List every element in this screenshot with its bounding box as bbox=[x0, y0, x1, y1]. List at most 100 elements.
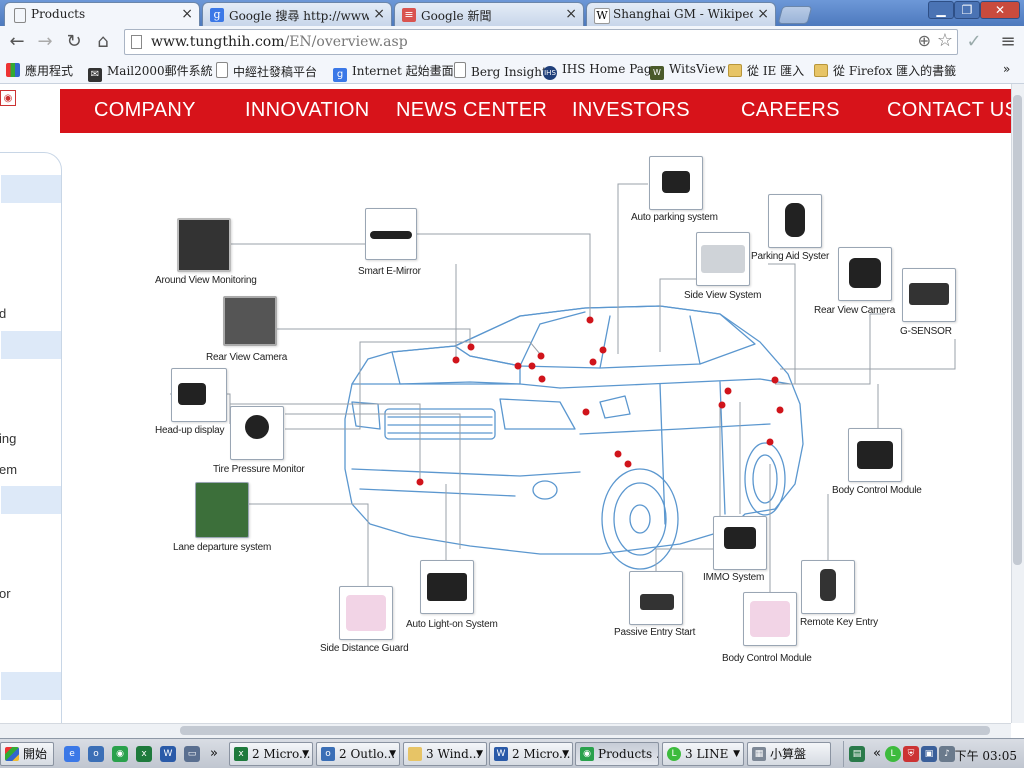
sidebar-item-label[interactable]: or bbox=[0, 586, 11, 601]
close-window-button[interactable]: ✕ bbox=[980, 1, 1020, 19]
body-control-module-image[interactable] bbox=[743, 592, 797, 646]
passive-entry-start-image[interactable] bbox=[629, 571, 683, 625]
remote-key-entry-image[interactable] bbox=[801, 560, 855, 614]
nav-careers[interactable]: CAREERS bbox=[741, 99, 840, 121]
desktop-icon[interactable]: ▭ bbox=[184, 746, 200, 762]
nav-investors[interactable]: INVESTORS bbox=[572, 99, 690, 121]
side-distance-guard-image[interactable] bbox=[339, 586, 393, 640]
speaker-icon[interactable]: ♪ bbox=[939, 746, 955, 762]
auto-parking-system-image[interactable] bbox=[649, 156, 703, 210]
close-icon[interactable]: × bbox=[181, 6, 193, 22]
head-up-display-image[interactable] bbox=[171, 368, 227, 422]
back-button[interactable]: ← bbox=[9, 31, 25, 52]
menu-icon[interactable]: ≡ bbox=[1000, 31, 1016, 52]
monitor-icon[interactable]: ▣ bbox=[921, 746, 937, 762]
home-button[interactable]: ⌂ bbox=[97, 31, 109, 52]
sidebar-item[interactable] bbox=[1, 175, 61, 203]
rear-view-camera-image[interactable] bbox=[838, 247, 892, 301]
taskbar-button-explorer[interactable]: 3 Wind...▼ bbox=[403, 742, 487, 766]
ihs-icon: IHS bbox=[543, 66, 557, 80]
checkmark-icon[interactable]: ✓ bbox=[966, 31, 982, 52]
tab-google-search[interactable]: g Google 搜尋 http://www.autom × bbox=[202, 2, 392, 26]
bookmark-firefox-import[interactable]: 從 Firefox 匯入的書籤 bbox=[814, 62, 956, 80]
label-head-up-display: Head-up display bbox=[155, 425, 225, 436]
line-icon[interactable]: L bbox=[885, 746, 901, 762]
bookmark-apps[interactable]: 應用程式 bbox=[6, 62, 73, 80]
chrome-icon[interactable]: ◉ bbox=[112, 746, 128, 762]
label-tire-pressure-monitor: Tire Pressure Monitor bbox=[213, 464, 305, 475]
quicklaunch-overflow-button[interactable]: » bbox=[210, 746, 218, 761]
close-icon[interactable]: × bbox=[373, 6, 385, 22]
page-icon bbox=[131, 35, 142, 49]
label-rear-view-camera: Rear View Camera bbox=[814, 305, 896, 316]
bookmark-mail2000[interactable]: ✉Mail2000郵件系統 bbox=[88, 62, 213, 82]
shield-icon[interactable]: ⛨ bbox=[903, 746, 919, 762]
bookmark-berg-insight[interactable]: Berg Insight bbox=[454, 62, 547, 80]
lane-departure-system-image[interactable] bbox=[195, 482, 249, 538]
smart-e-mirror-image[interactable] bbox=[365, 208, 417, 260]
auto-light-on-system-image[interactable] bbox=[420, 560, 474, 614]
taskbar-button-chrome[interactable]: ◉Products ... bbox=[575, 742, 659, 766]
sidebar-item-label[interactable]: em bbox=[0, 462, 18, 477]
taskbar-button-calculator[interactable]: ▦小算盤 bbox=[747, 742, 831, 766]
nav-news-center[interactable]: NEWS CENTER bbox=[396, 99, 548, 121]
tab-google-news[interactable]: ≡ Google 新聞 × bbox=[394, 2, 584, 26]
forward-button[interactable]: → bbox=[37, 31, 53, 52]
parking-aid-system-image[interactable] bbox=[768, 194, 822, 248]
sidebar-item-label[interactable]: d bbox=[0, 306, 7, 321]
tray-overflow-button[interactable]: « bbox=[873, 746, 881, 761]
chevron-down-icon: ▼ bbox=[302, 749, 309, 759]
start-button[interactable]: 開始 bbox=[0, 742, 54, 766]
sidebar-item[interactable] bbox=[1, 672, 61, 700]
page-icon bbox=[454, 62, 466, 78]
ie-icon[interactable]: e bbox=[64, 746, 80, 762]
tire-pressure-monitor-image[interactable] bbox=[230, 406, 284, 460]
tab-wikipedia[interactable]: W Shanghai GM - Wikipedia, th × bbox=[586, 2, 776, 26]
rear-view-camera-image[interactable] bbox=[223, 296, 277, 346]
close-icon[interactable]: × bbox=[757, 6, 769, 22]
minimize-button[interactable]: ▁ bbox=[928, 1, 954, 19]
nav-innovation[interactable]: INNOVATION bbox=[245, 99, 370, 121]
g-sensor-image[interactable] bbox=[902, 268, 956, 322]
star-icon[interactable]: ☆ bbox=[936, 30, 953, 51]
horizontal-scroll-thumb[interactable] bbox=[180, 726, 990, 735]
bookmark-ie-import[interactable]: 從 IE 匯入 bbox=[728, 62, 804, 80]
close-icon[interactable]: × bbox=[565, 6, 577, 22]
network-icon[interactable]: ▤ bbox=[849, 746, 865, 762]
tab-products[interactable]: Products × bbox=[4, 2, 200, 27]
google-icon: g bbox=[333, 68, 347, 82]
new-tab-button[interactable] bbox=[777, 6, 813, 24]
bookmark-cna[interactable]: 中經社發稿平台 bbox=[216, 62, 317, 80]
nav-contact-us[interactable]: CONTACT US bbox=[887, 99, 1011, 121]
side-view-system-image[interactable] bbox=[696, 232, 750, 286]
immo-system-image[interactable] bbox=[713, 516, 767, 570]
reload-button[interactable]: ↻ bbox=[66, 31, 82, 52]
nav-company[interactable]: COMPANY bbox=[94, 99, 196, 121]
vertical-scroll-thumb[interactable] bbox=[1013, 95, 1022, 565]
folder-icon bbox=[814, 64, 828, 77]
site-logo[interactable]: ◉ bbox=[0, 90, 16, 106]
outlook-icon[interactable]: o bbox=[88, 746, 104, 762]
body-control-module-image[interactable] bbox=[848, 428, 902, 482]
zoom-icon[interactable]: ⊕ bbox=[917, 31, 931, 50]
label-side-view-system: Side View System bbox=[684, 290, 762, 301]
sidebar-item[interactable] bbox=[1, 486, 61, 514]
restore-button[interactable]: ❐ bbox=[954, 1, 980, 19]
address-bar[interactable]: www.tungthih.com/EN/overview.asp ⊕ ☆ bbox=[124, 29, 958, 55]
browser-toolbar: ← → ↻ ⌂ www.tungthih.com/EN/overview.asp… bbox=[0, 26, 1024, 60]
clock[interactable]: 下午 03:05 bbox=[954, 749, 1017, 763]
web-page: ◉ COMPANY INNOVATION NEWS CENTER INVESTO… bbox=[0, 84, 1011, 723]
sidebar-item[interactable] bbox=[1, 331, 61, 359]
word-icon[interactable]: W bbox=[160, 746, 176, 762]
bookmarks-overflow-button[interactable]: » bbox=[1003, 62, 1011, 76]
excel-icon[interactable]: x bbox=[136, 746, 152, 762]
sidebar-item-label[interactable]: ing bbox=[0, 431, 17, 446]
around-view-monitoring-image[interactable] bbox=[177, 218, 231, 272]
